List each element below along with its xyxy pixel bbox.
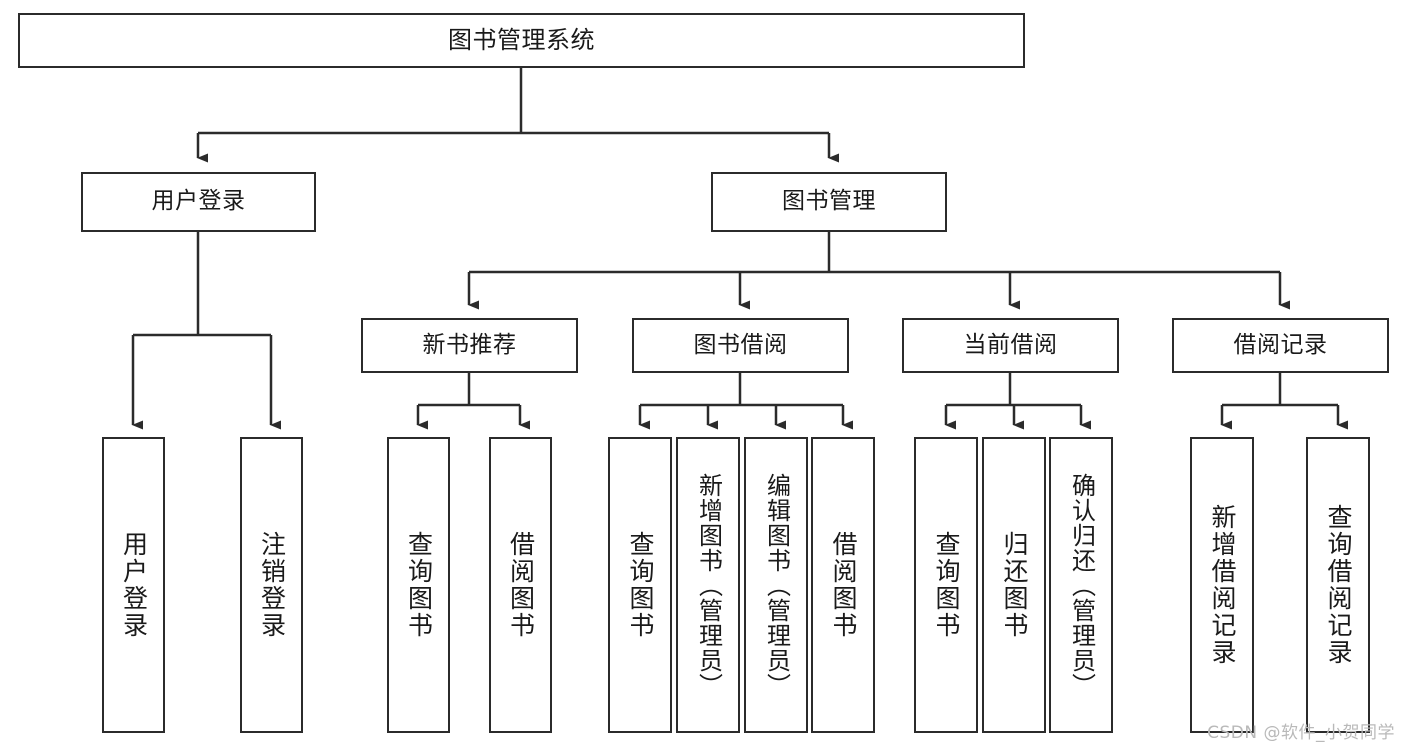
leaf-current-borrow-3-label: 确认归还（管理员） bbox=[1067, 472, 1096, 698]
leaf-book-borrow-3-label: 编辑图书（管理员） bbox=[762, 472, 791, 698]
leaf-new-book-rec-1[interactable]: 查询图书 bbox=[387, 437, 450, 733]
node-book-borrow[interactable]: 图书借阅 bbox=[632, 318, 849, 373]
leaf-current-borrow-1-label: 查询图书 bbox=[932, 531, 961, 639]
leaf-new-book-rec-1-label: 查询图书 bbox=[404, 531, 434, 639]
leaf-new-book-rec-2[interactable]: 借阅图书 bbox=[489, 437, 552, 733]
leaf-book-borrow-4-label: 借阅图书 bbox=[829, 531, 858, 639]
leaf-book-borrow-1[interactable]: 查询图书 bbox=[608, 437, 672, 733]
leaf-borrow-record-2-label: 查询借阅记录 bbox=[1324, 504, 1353, 666]
node-new-book-rec-label: 新书推荐 bbox=[422, 331, 517, 358]
leaf-new-book-rec-2-label: 借阅图书 bbox=[506, 531, 536, 639]
node-user-login-label: 用户登录 bbox=[151, 188, 246, 215]
leaf-current-borrow-3[interactable]: 确认归还（管理员） bbox=[1049, 437, 1113, 733]
leaf-current-borrow-1[interactable]: 查询图书 bbox=[914, 437, 978, 733]
csdn-watermark: CSDN @软件_小贺同学 bbox=[1207, 723, 1395, 743]
node-book-manage-label: 图书管理 bbox=[782, 188, 876, 215]
node-user-login[interactable]: 用户登录 bbox=[81, 172, 316, 232]
node-new-book-rec[interactable]: 新书推荐 bbox=[361, 318, 578, 373]
leaf-user-login-2[interactable]: 注销登录 bbox=[240, 437, 303, 733]
leaf-book-borrow-2-label: 新增图书（管理员） bbox=[694, 472, 723, 698]
node-book-manage[interactable]: 图书管理 bbox=[711, 172, 947, 232]
node-borrow-record-label: 借阅记录 bbox=[1233, 331, 1328, 358]
node-current-borrow-label: 当前借阅 bbox=[963, 331, 1058, 358]
node-root[interactable]: 图书管理系统 bbox=[18, 13, 1025, 68]
node-book-borrow-label: 图书借阅 bbox=[693, 331, 788, 358]
node-root-label: 图书管理系统 bbox=[448, 26, 595, 55]
node-borrow-record[interactable]: 借阅记录 bbox=[1172, 318, 1389, 373]
leaf-user-login-2-label: 注销登录 bbox=[257, 531, 287, 639]
leaf-book-borrow-3[interactable]: 编辑图书（管理员） bbox=[744, 437, 808, 733]
leaf-book-borrow-2[interactable]: 新增图书（管理员） bbox=[676, 437, 740, 733]
leaf-book-borrow-4[interactable]: 借阅图书 bbox=[811, 437, 875, 733]
leaf-borrow-record-1-label: 新增借阅记录 bbox=[1208, 504, 1237, 666]
leaf-book-borrow-1-label: 查询图书 bbox=[626, 531, 655, 639]
leaf-borrow-record-2[interactable]: 查询借阅记录 bbox=[1306, 437, 1370, 733]
leaf-user-login-1[interactable]: 用户登录 bbox=[102, 437, 165, 733]
leaf-borrow-record-1[interactable]: 新增借阅记录 bbox=[1190, 437, 1254, 733]
leaf-user-login-1-label: 用户登录 bbox=[119, 531, 149, 639]
leaf-current-borrow-2-label: 归还图书 bbox=[1000, 531, 1029, 639]
node-current-borrow[interactable]: 当前借阅 bbox=[902, 318, 1119, 373]
leaf-current-borrow-2[interactable]: 归还图书 bbox=[982, 437, 1046, 733]
